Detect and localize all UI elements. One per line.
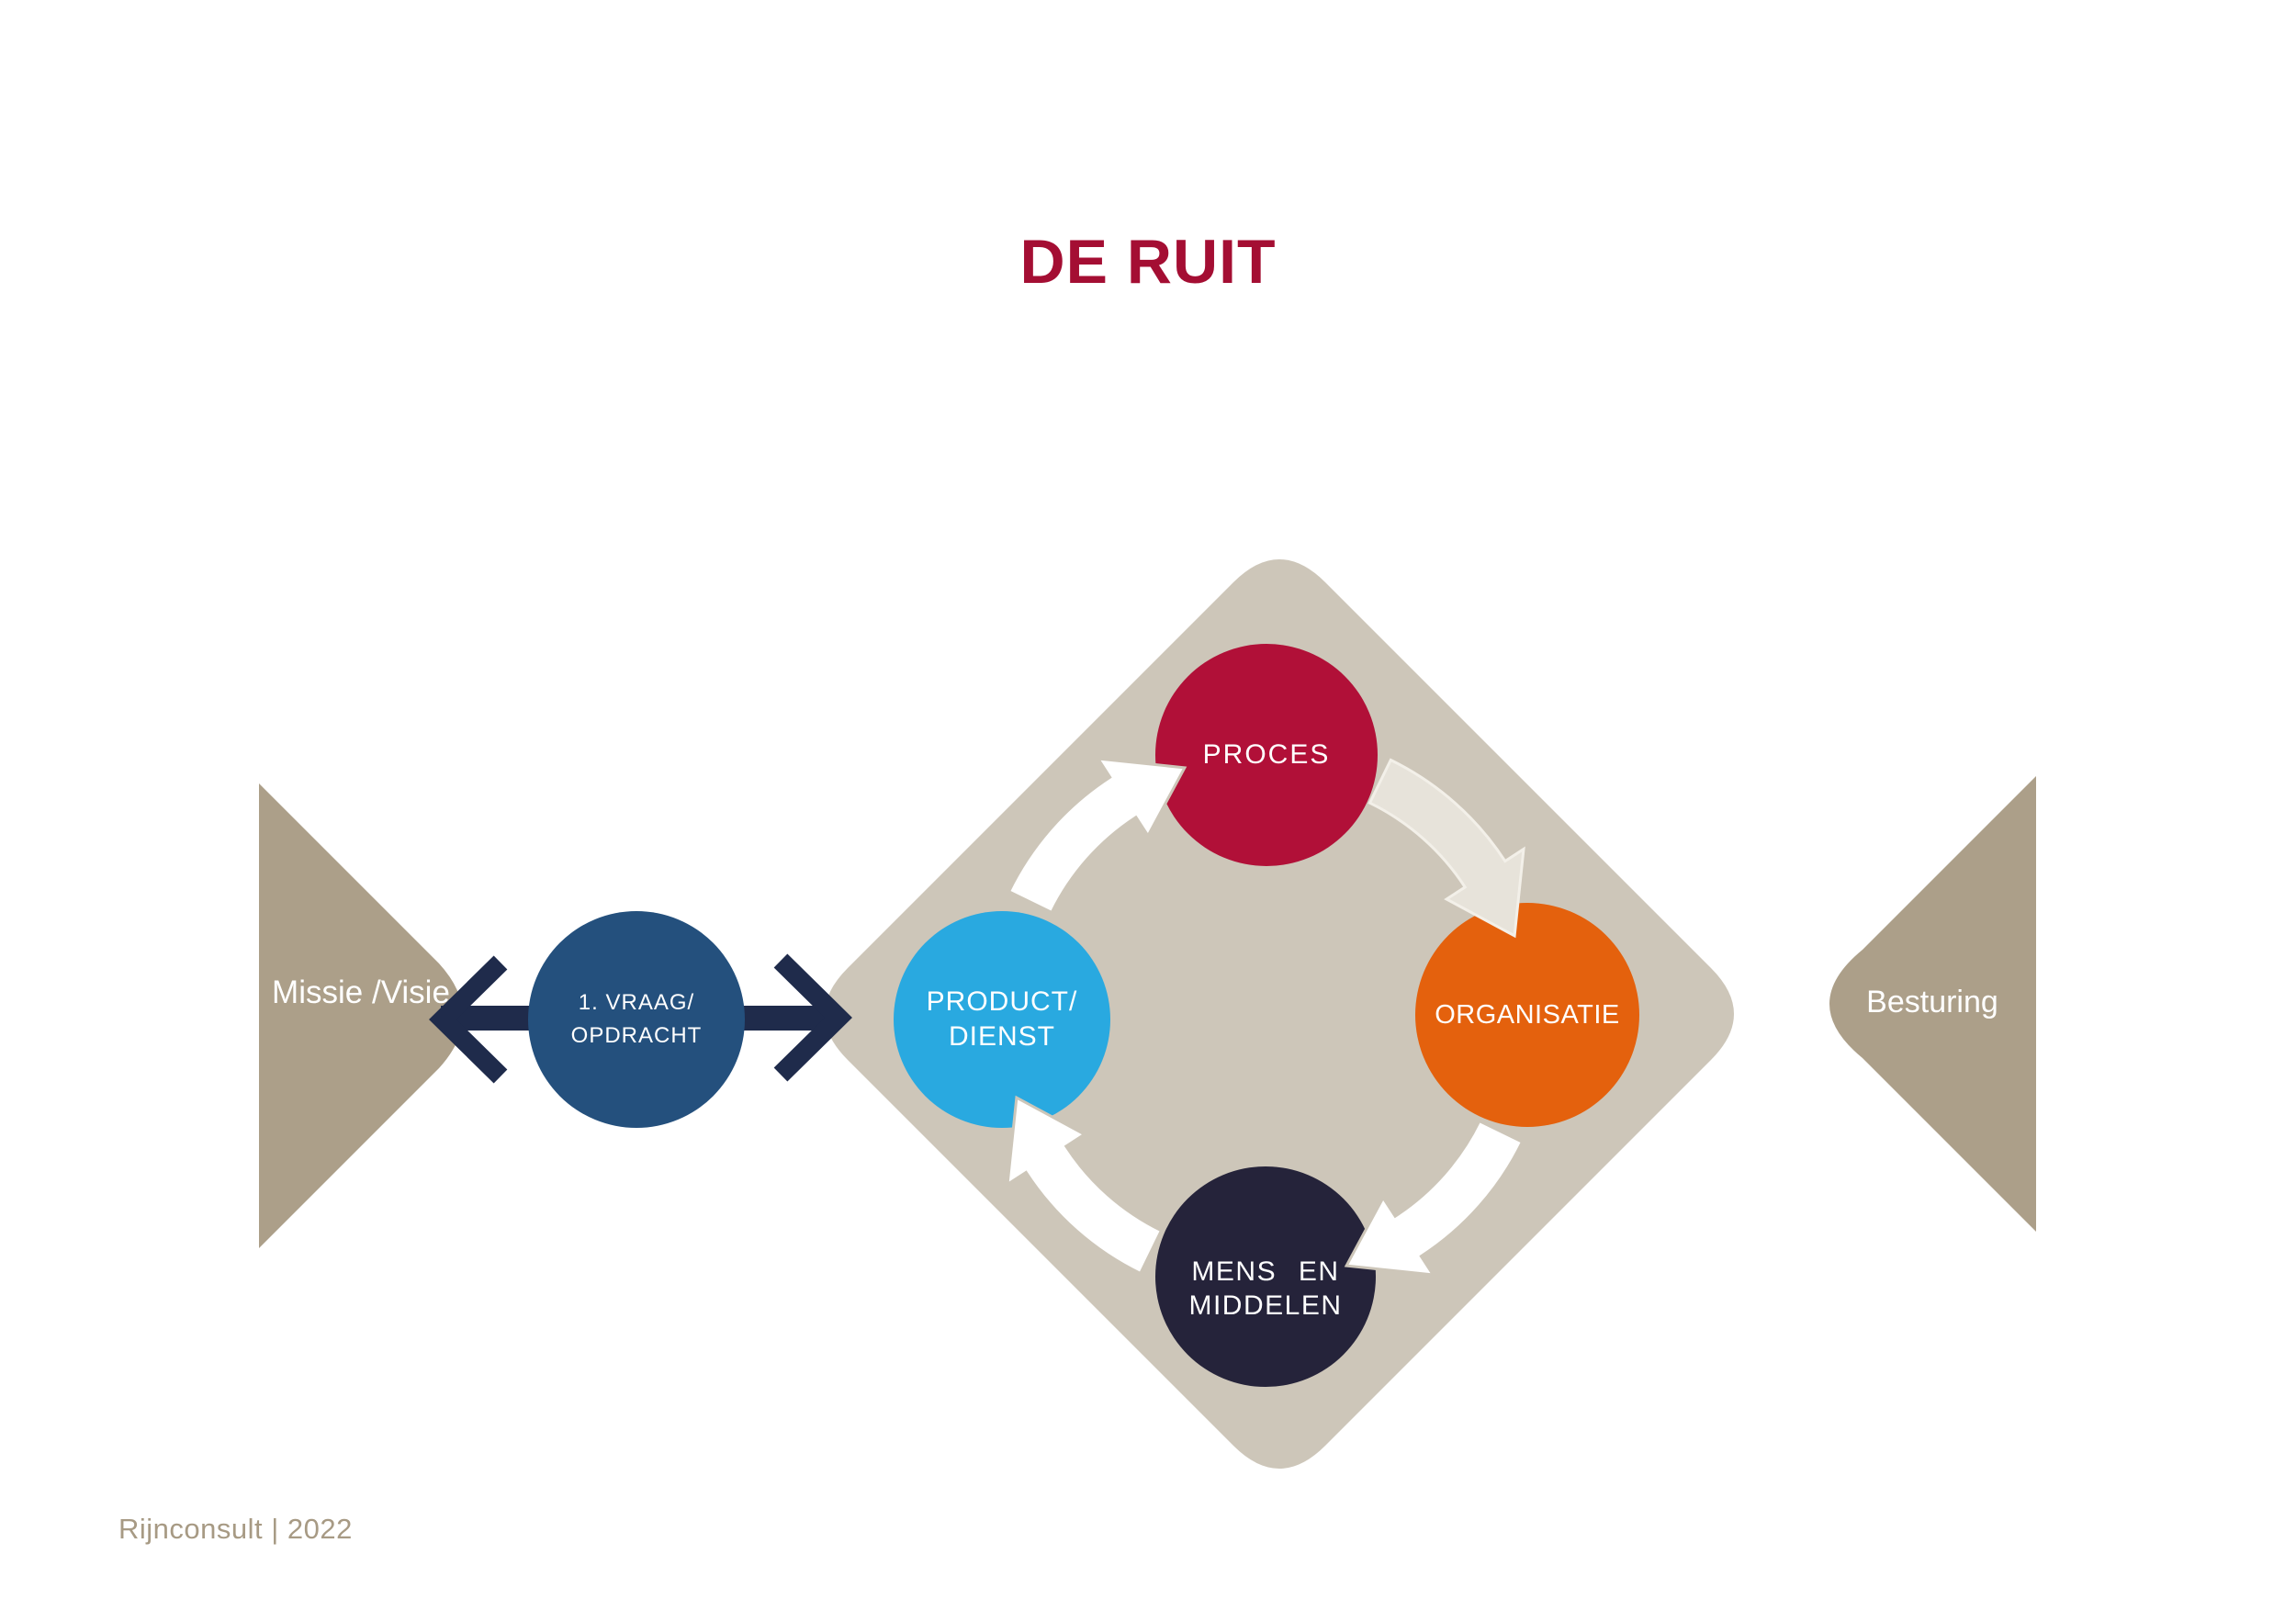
- vraag-line2: OPDRACHT: [570, 1023, 703, 1048]
- mens-middelen-label: MENS EN MIDDELEN: [1188, 1255, 1342, 1323]
- organisatie-text: ORGANISATIE: [1435, 999, 1620, 1030]
- product-line1: PRODUCT/: [926, 986, 1078, 1017]
- product-dienst-circle: PRODUCT/ DIENST: [894, 911, 1110, 1128]
- vraag-opdracht-circle: 1. VRAAG/ OPDRACHT: [528, 911, 745, 1128]
- organisatie-label: ORGANISATIE: [1435, 1000, 1620, 1031]
- mens-middelen-circle: MENS EN MIDDELEN: [1155, 1166, 1376, 1387]
- double-arrow-right-head: [773, 953, 852, 1082]
- proces-circle: PROCES: [1155, 644, 1378, 866]
- mission-triangle-shape: [259, 783, 463, 1248]
- vraag-line1: 1. VRAAG/: [578, 990, 695, 1015]
- missie-line1: Missie: [272, 974, 364, 1010]
- page-title: DE RUIT: [1019, 227, 1277, 297]
- vraag-opdracht-label: 1. VRAAG/ OPDRACHT: [571, 986, 703, 1053]
- proces-text: PROCES: [1202, 739, 1331, 770]
- product-dienst-label: PRODUCT/ DIENST: [927, 985, 1078, 1054]
- footer-credit: Rijnconsult | 2022: [118, 1513, 353, 1545]
- besturing-label: Besturing: [1866, 985, 1998, 1019]
- proces-label: PROCES: [1203, 739, 1331, 771]
- missie-line2: /Visie: [371, 974, 450, 1010]
- product-line2: DIENST: [948, 1021, 1055, 1052]
- mens-line1: MENS EN: [1191, 1256, 1340, 1287]
- mens-line2: MIDDELEN: [1188, 1290, 1343, 1321]
- organisatie-circle: ORGANISATIE: [1415, 903, 1639, 1127]
- missie-visie-label: Missie /Visie: [269, 972, 453, 1013]
